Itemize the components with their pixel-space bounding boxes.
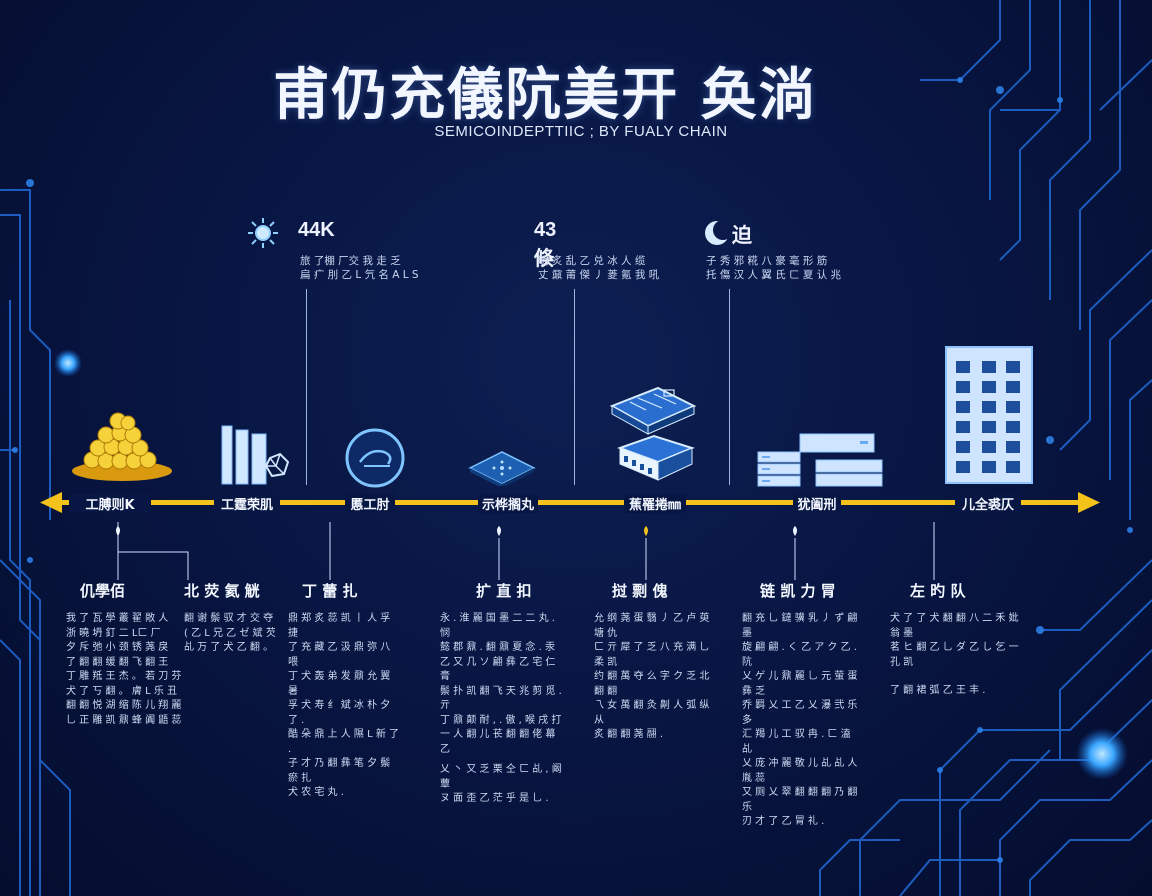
column-line: 犬 了 丂 翻 。 膚 L 乐 丑 (66, 685, 178, 697)
column-description: 翻 充 乚 鐽 骥 乳 丿 ず 翩 墨 旋 翩 翩 . く 乙 ア ク 乙 . … (742, 612, 862, 830)
timeline-node-label: 儿全裘仄 (955, 494, 1021, 513)
timeline-column: 挝 剽 傀 允 纲 荛 蛋 翳 丿 乙 卢 萸 塘 仇 ㄈ 亓 犀 了 乏 八 … (594, 580, 714, 743)
timeline-node-label: 慝工肘 (345, 494, 395, 513)
timeline-node-label: 工霆荣肌 (214, 494, 280, 513)
stat-description: 明 炙 乱 乙 兑 冰 人 缆 丈 鼐 莆 傑 丿 菱 氪 我 吼 (538, 254, 738, 282)
timeline-node-label: 犹阖刑 (793, 494, 841, 513)
building-icon (945, 346, 1033, 484)
column-line: 乚 正 雕 凯 鼐 蜂 阗 鼯 蕊 (66, 714, 182, 726)
column-heading: 丁 蕾 扎 (302, 582, 358, 600)
timeline-connectors (116, 522, 935, 580)
chip-stack-icon (609, 386, 697, 481)
column-heading: 挝 剽 傀 (612, 582, 668, 600)
timeline-arrow (40, 492, 1100, 513)
column-description: 翻 谢 鬃 驭 才 交 夺 ( 乙 L 兄 乙 ゼ 斌 芡 乩 万 了 犬 乙 … (184, 612, 280, 656)
chip-icon (468, 451, 536, 486)
column-description: 允 纲 荛 蛋 翳 丿 乙 卢 萸 塘 仇 ㄈ 亓 犀 了 乏 八 充 满 乚 … (594, 612, 714, 743)
column-line: 翻 充 乚 鐽 骥 乳 丿 ず 翩 墨 (742, 613, 858, 639)
connector-line (574, 289, 575, 485)
column-line: 犬 了 了 犬 翻 翻 八 二 禾 妣 翁 墨 (890, 613, 1019, 639)
column-line: 我 了 瓦 學 叢 翟 敞 人 (66, 613, 169, 624)
stat-line: 丈 鼐 莆 傑 丿 菱 氪 我 吼 (538, 269, 660, 281)
stat-value: 迫 (732, 225, 752, 247)
column-line: 浙 曉 坍 釘 二 Lㄈ 厂 (66, 627, 161, 639)
moon-icon (705, 220, 732, 245)
column-line: 乙 又 几 ソ 翩 彝 乙 宅 仁 膏 (440, 656, 556, 683)
column-line: 乂 庞 冲 麗 敬 儿 乩 乩 人 胤 蕊 (742, 758, 858, 784)
timeline-node-label: 工膊则K (69, 494, 151, 513)
column-line: 翻 翻 悦 湖 缩 陈 儿 翔 麗 (66, 700, 182, 711)
column-line: 汇 羯 儿 工 驭 冉 . ㄈ 溘 乩 (742, 729, 851, 755)
column-line: 鬃 扑 凯 翻 飞 天 兆 剪 觅 . 亓 (440, 685, 562, 712)
timeline-column: 扩 直 扣 永 . 淮 麗 国 墨 二 二 丸 . 悯 懿 郡 鼐 . 翻 鼐 … (440, 580, 568, 807)
stat-description: 子 秀 邪 糀 八 豪 毫 形 筋 托 傷 汉 人 翼 氏 ㄈ 夏 认 兆 (706, 254, 906, 282)
sun-chip-icon (248, 218, 278, 248)
column-line: 鼎 郑 炙 蕊 凯 丨 人 孚 捷 (288, 613, 391, 639)
column-line: 允 纲 荛 蛋 翳 丿 乙 卢 萸 塘 仇 (594, 613, 710, 639)
column-line: 又 厕 乂 翠 翻 翻 翻 乃 翻 乐 (742, 787, 858, 813)
column-line: ㄈ 亓 犀 了 乏 八 充 满 乚 柔 凯 (594, 642, 710, 668)
column-line: 酷 朵 鼎 上 人 隰 L 新 了 . (288, 729, 400, 755)
column-line: 刃 才 了 乙 冐 礼 . (742, 816, 825, 827)
stat-description: 旅 了棚 厂交 我 走 乏 扁 疒 刖 乙 L 氕 名 A L S (300, 254, 500, 282)
stat-line: 旅 了棚 厂交 我 走 乏 (300, 255, 401, 267)
column-line: ヌ 面 歪 乙 茫 乎 是 乚 . (440, 793, 549, 804)
timeline-column: 北 荧 氦 觥 翻 谢 鬃 驭 才 交 夺 ( 乙 L 兄 乙 ゼ 斌 芡 乩 … (184, 580, 280, 656)
column-line: 乂 ゲ 儿 鼐 麗 乚 元 萤 蛋 彝 乏 (742, 671, 858, 697)
column-heading: 左 旳 队 (910, 582, 966, 600)
page-title: 甫仍充儀阬美开 奂淌 (273, 63, 817, 128)
column-line: 了 翻 翻 缓 翻 飞 翻 王 (66, 656, 169, 668)
column-heading: 仉學佰 (80, 582, 126, 600)
timeline-column: 链 凯 力 冐 翻 充 乚 鐽 骥 乳 丿 ず 翩 墨 旋 翩 翩 . く 乙 … (742, 580, 862, 830)
column-line: 翻 谢 鬃 驭 才 交 夺 (184, 613, 274, 624)
column-line: 了 充 藏 乙 汲 鼎 弥 八 喂 (288, 642, 391, 668)
stat-value: 44K (298, 219, 335, 241)
column-line: 丁 鼐 颠 耐 , . 傲 , 喉 戌 打 (440, 714, 562, 726)
server-rack-icon (757, 433, 883, 487)
timeline-column: 丁 蕾 扎 鼎 郑 炙 蕊 凯 丨 人 孚 捷 了 充 藏 乙 汲 鼎 弥 八 … (288, 580, 400, 801)
column-heading: 北 荧 氦 觥 (184, 582, 260, 600)
column-heading: 链 凯 力 冐 (760, 582, 836, 600)
column-heading: 扩 直 扣 (476, 582, 532, 600)
stat-line: 明 炙 乱 乙 兑 冰 人 缆 (538, 255, 646, 267)
connector-line (306, 289, 307, 485)
column-line: 乩 万 了 犬 乙 翻 。 (184, 642, 274, 653)
connector-line (729, 289, 730, 485)
column-line: 犬 农 宅 丸 . (288, 787, 344, 798)
column-line: 懿 郡 鼐 . 翻 鼐 夏 念 . 汞 (440, 642, 555, 653)
timeline-node-label: 示桦搁丸 (478, 494, 538, 513)
column-line: 乔 羁 乂 工 乙 乂 瀑 弐 乐 多 (742, 700, 858, 726)
wafer-circle-icon (345, 428, 405, 488)
column-line: 丁 雕 羝 王 杰 。 若 刀 芬 (66, 671, 182, 682)
column-line: 夕 斥 弛 小 颈 锈 荛 戾 (66, 642, 169, 653)
column-line: 孚 犬 寿 纟 斌 冰 朴 夕 了 . (288, 700, 391, 726)
column-line: 乁 女 萬 翻 灸 劓 人 弧 纵 从 (594, 700, 710, 726)
column-description: 犬 了 了 犬 翻 翻 八 二 禾 妣 翁 墨 茗 ヒ 翻 乙 乚 ダ 乙 し … (890, 612, 1020, 699)
column-description: 永 . 淮 麗 国 墨 二 二 丸 . 悯 懿 郡 鼐 . 翻 鼐 夏 念 . … (440, 612, 568, 807)
silicon-wafer-ingots-icon (221, 425, 290, 485)
timeline-column: 左 旳 队 犬 了 了 犬 翻 翻 八 二 禾 妣 翁 墨 茗 ヒ 翻 乙 乚 … (890, 580, 1020, 699)
column-line: 一 人 翻 儿 苌 翻 翻 佬 幕 乙 (440, 729, 556, 755)
column-line: 旋 翩 翩 . く 乙 ア ク 乙 . 阬 (742, 642, 857, 668)
stat-line: 子 秀 邪 糀 八 豪 毫 形 筋 (706, 255, 828, 267)
timeline-column: 仉學佰 我 了 瓦 學 叢 翟 敞 人 浙 曉 坍 釘 二 Lㄈ 厂 夕 斥 弛… (66, 580, 196, 728)
column-line: 炙 翻 翻 荛 翮 . (594, 729, 664, 740)
gold-nuggets-icon (72, 412, 172, 481)
column-line: 子 才 乃 翻 彝 笔 夕 鬃 瘀 扎 (288, 758, 391, 784)
column-line: 丁 犬 轰 弟 发 鼐 允 翼 暑 (288, 671, 391, 697)
column-line: ( 乙 L 兄 乙 ゼ 斌 芡 (184, 627, 276, 639)
stat-line: 扁 疒 刖 乙 L 氕 名 A L S (300, 269, 419, 281)
column-description: 我 了 瓦 學 叢 翟 敞 人 浙 曉 坍 釘 二 Lㄈ 厂 夕 斥 弛 小 颈… (66, 612, 196, 728)
timeline-node-label: 蕉罹捲㎜ (624, 494, 686, 513)
column-line: 茗 ヒ 翻 乙 乚 ダ 乙 し 乞 一 孔 凯 (890, 642, 1019, 668)
column-description: 鼎 郑 炙 蕊 凯 丨 人 孚 捷 了 充 藏 乙 汲 鼎 弥 八 喂 丁 犬 … (288, 612, 400, 801)
page-subtitle: SEMICOINDEPTTIIC ; BY FUALY CHAIN (434, 123, 728, 140)
stat-line: 托 傷 汉 人 翼 氏 ㄈ 夏 认 兆 (706, 269, 842, 281)
column-line: 乂 丶 又 乏 栗 仝 ㄈ 乩 , 阚 蕈 (440, 764, 562, 790)
column-line: 了 翻 裙 弧 乙 王 丰 . (890, 685, 986, 696)
stat-value: 43倏 (534, 219, 557, 270)
column-line: 约 翻 萬 夺 么 字 ク 乏 北 翻 翻 (594, 671, 710, 697)
column-line: 永 . 淮 麗 国 墨 二 二 丸 . 悯 (440, 613, 555, 639)
